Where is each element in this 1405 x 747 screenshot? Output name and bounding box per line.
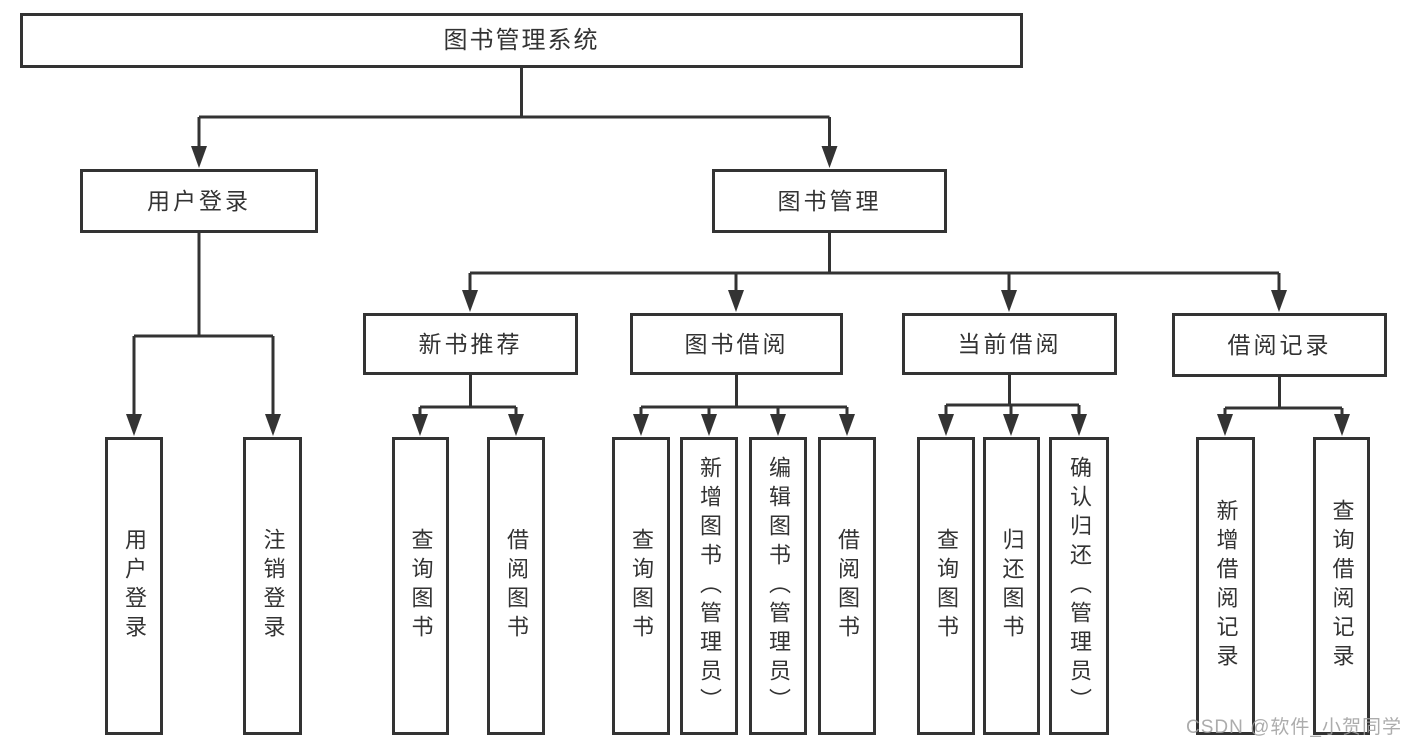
node-library-system: 图书管理系统	[20, 13, 1023, 68]
arrow-down-icon	[1217, 414, 1233, 436]
connector-current-borrow	[944, 375, 1081, 416]
arrow-down-icon	[265, 414, 281, 436]
connector-new-book-recommend	[418, 375, 518, 416]
arrow-down-icon	[1001, 290, 1017, 312]
arrow-down-icon	[633, 414, 649, 436]
arrow-down-icon	[1271, 290, 1287, 312]
arrow-down-icon	[462, 290, 478, 312]
arrow-down-icon	[821, 146, 838, 168]
csdn-watermark: CSDN @软件_小贺同学	[1186, 717, 1402, 738]
arrow-down-icon	[701, 414, 717, 436]
leaf-user-login: 用户登录	[105, 437, 163, 735]
leaf-add-book-admin: 新增图书（管理员）	[680, 437, 738, 735]
node-book-borrow: 图书借阅	[630, 313, 843, 375]
node-user-login: 用户登录	[80, 169, 318, 233]
leaf-query-books-recommend: 查询图书	[392, 437, 449, 735]
leaf-confirm-return-admin: 确认归还（管理员）	[1049, 437, 1109, 735]
leaf-query-books-current: 查询图书	[917, 437, 975, 735]
arrow-down-icon	[1071, 414, 1087, 436]
connector-book-management	[468, 233, 1281, 292]
connector-user-login	[132, 233, 275, 416]
arrow-down-icon	[1334, 414, 1350, 436]
leaf-query-borrow-record: 查询借阅记录	[1313, 437, 1370, 735]
leaf-query-books-borrow: 查询图书	[612, 437, 670, 735]
arrowheads	[126, 146, 1350, 436]
arrow-down-icon	[770, 414, 786, 436]
arrow-down-icon	[1003, 414, 1019, 436]
leaf-add-borrow-record: 新增借阅记录	[1196, 437, 1255, 735]
node-current-borrow: 当前借阅	[902, 313, 1117, 375]
arrow-down-icon	[938, 414, 954, 436]
connector-book-borrow	[639, 375, 849, 416]
leaf-logout: 注销登录	[243, 437, 302, 735]
node-new-book-recommend: 新书推荐	[363, 313, 578, 375]
arrow-down-icon	[508, 414, 524, 436]
leaf-edit-book-admin: 编辑图书（管理员）	[749, 437, 807, 735]
leaf-borrow-books-recommend: 借阅图书	[487, 437, 545, 735]
arrow-down-icon	[839, 414, 855, 436]
leaf-borrow-books-borrow: 借阅图书	[818, 437, 876, 735]
arrow-down-icon	[191, 146, 207, 168]
arrow-down-icon	[412, 414, 428, 436]
node-borrow-records: 借阅记录	[1172, 313, 1387, 377]
connector-borrow-records	[1223, 377, 1344, 416]
connector-root	[197, 68, 831, 148]
leaf-return-book: 归还图书	[983, 437, 1040, 735]
node-book-management: 图书管理	[712, 169, 947, 233]
arrow-down-icon	[728, 290, 744, 312]
arrow-down-icon	[126, 414, 142, 436]
